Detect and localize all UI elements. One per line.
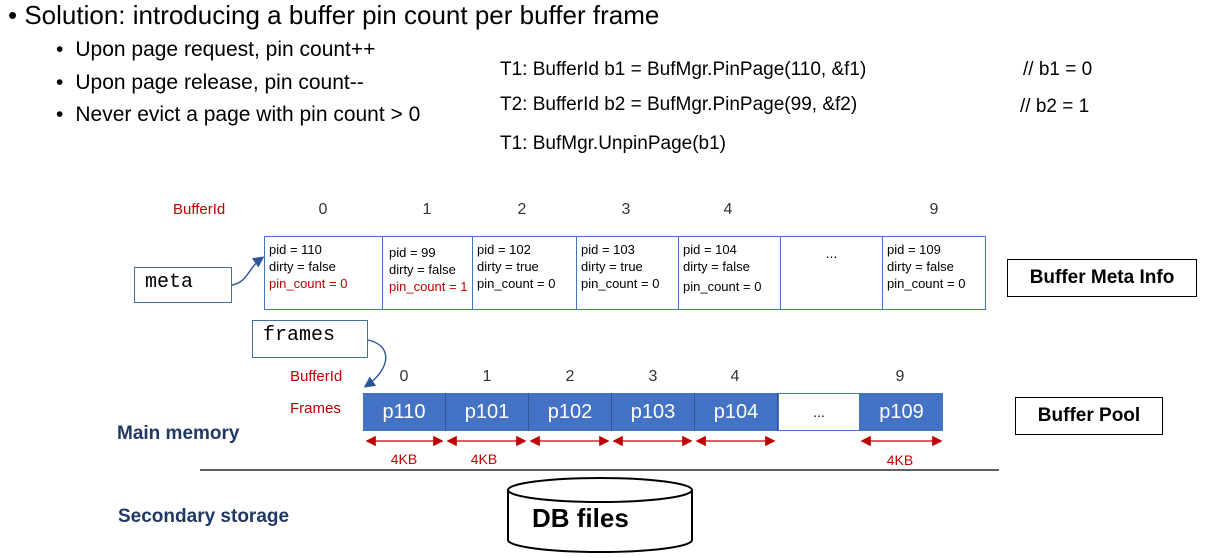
meta-cell-dirty: dirty = false xyxy=(389,262,456,277)
buffer-pool-label: Buffer Pool xyxy=(1015,397,1163,435)
main-bullet: • Solution: introducing a buffer pin cou… xyxy=(8,0,660,30)
frames-variable-box: frames xyxy=(252,320,368,358)
size-label-9: 4KB xyxy=(886,452,914,468)
frame-3: p103 xyxy=(612,393,695,431)
code-comment-2: // b2 = 1 xyxy=(1020,96,1090,117)
code-line-1: T1: BufferId b1 = BufMgr.PinPage(110, &f… xyxy=(500,59,867,80)
frame-0: p110 xyxy=(363,393,446,431)
meta-cell-pin-count: pin_count = 0 xyxy=(477,276,556,291)
frames-pointer-arrow xyxy=(363,339,387,388)
buffer-meta-info-text: Buffer Meta Info xyxy=(1029,267,1175,288)
meta-cell-pid: pid = 110 xyxy=(269,242,322,257)
code-line-2: T2: BufferId b2 = BufMgr.PinPage(99, &f2… xyxy=(500,94,858,115)
meta-id-9: 9 xyxy=(929,201,939,218)
pool-bufferid-label: BufferId xyxy=(290,368,343,385)
buffer-pool-frames: p110 p101 p102 p103 p104 ... p109 xyxy=(363,393,943,431)
secondary-storage-label: Secondary storage xyxy=(118,506,290,527)
frame-4: p104 xyxy=(695,393,778,431)
meta-id-0: 0 xyxy=(318,201,328,218)
meta-cell-pid: pid = 109 xyxy=(887,242,941,257)
meta-cell-9: pid = 109 dirty = false pin_count = 0 xyxy=(883,237,985,309)
meta-id-1: 1 xyxy=(422,201,432,218)
meta-cell-pin-count: pin_count = 0 xyxy=(269,276,348,291)
frame-ellipsis: ... xyxy=(778,393,860,431)
meta-cell-pin-count: pin_count = 0 xyxy=(581,276,660,291)
sub-bullet-2: Upon page release, pin count-- xyxy=(56,71,363,95)
frame-2: p102 xyxy=(529,393,612,431)
frame-1: p101 xyxy=(446,393,529,431)
meta-cell-pid: pid = 104 xyxy=(683,242,737,257)
meta-cell-3: pid = 103 dirty = true pin_count = 0 xyxy=(577,237,679,309)
meta-cell-dirty: dirty = false xyxy=(683,259,750,274)
pool-id-2: 2 xyxy=(565,368,575,385)
meta-cell-ellipsis: ... xyxy=(781,237,883,309)
size-label-0: 4KB xyxy=(390,451,418,467)
meta-cell-dirty: dirty = false xyxy=(887,259,954,274)
meta-cell-1: pid = 99 dirty = false pin_count = 1 xyxy=(383,237,473,309)
size-label-1: 4KB xyxy=(470,451,498,467)
pool-id-1: 1 xyxy=(482,368,492,385)
frames-variable-label: frames xyxy=(263,324,336,347)
pool-id-0: 0 xyxy=(399,368,409,385)
meta-bufferid-label: BufferId xyxy=(173,201,226,218)
pool-id-3: 3 xyxy=(648,368,658,385)
buffer-pool-text: Buffer Pool xyxy=(1037,405,1141,426)
meta-cell-pid: pid = 99 xyxy=(389,245,436,260)
frame-9: p109 xyxy=(860,393,943,431)
meta-cell-dirty: dirty = true xyxy=(477,259,539,274)
meta-cell-pin-count: pin_count = 0 xyxy=(683,279,762,294)
meta-cell-2: pid = 102 dirty = true pin_count = 0 xyxy=(473,237,577,309)
main-memory-label: Main memory xyxy=(117,423,240,444)
code-comment-1: // b1 = 0 xyxy=(1023,59,1093,80)
meta-variable-box: meta xyxy=(134,267,232,303)
meta-variable-label: meta xyxy=(145,271,194,294)
meta-cell-pid: pid = 103 xyxy=(581,242,635,257)
meta-id-2: 2 xyxy=(517,201,527,218)
meta-cell-pin-count: pin_count = 1 xyxy=(389,279,468,294)
meta-cell-0: pid = 110 dirty = false pin_count = 0 xyxy=(265,237,383,309)
sub-bullet-3: Never evict a page with pin count > 0 xyxy=(56,103,420,127)
meta-cell-dirty: dirty = true xyxy=(581,259,643,274)
buffer-meta-info-label: Buffer Meta Info xyxy=(1007,259,1197,297)
pool-id-4: 4 xyxy=(730,368,740,385)
meta-cell-4: pid = 104 dirty = false pin_count = 0 xyxy=(679,237,781,309)
main-bullet-text: Solution: introducing a buffer pin count… xyxy=(24,0,660,30)
meta-id-4: 4 xyxy=(723,201,733,218)
meta-pointer-arrow xyxy=(231,256,265,286)
db-files-cylinder xyxy=(507,477,693,553)
db-files-label: DB files xyxy=(532,503,629,533)
meta-cell-pin-count: pin_count = 0 xyxy=(887,276,966,291)
meta-id-3: 3 xyxy=(621,201,631,218)
sub-bullet-1: Upon page request, pin count++ xyxy=(56,38,375,62)
buffer-meta-table: pid = 110 dirty = false pin_count = 0 pi… xyxy=(264,236,986,310)
code-line-3: T1: BufMgr.UnpinPage(b1) xyxy=(500,133,727,154)
pool-id-9: 9 xyxy=(895,368,905,385)
meta-cell-pid: pid = 102 xyxy=(477,242,531,257)
meta-cell-dirty: dirty = false xyxy=(269,259,336,274)
frames-label: Frames xyxy=(290,400,341,417)
